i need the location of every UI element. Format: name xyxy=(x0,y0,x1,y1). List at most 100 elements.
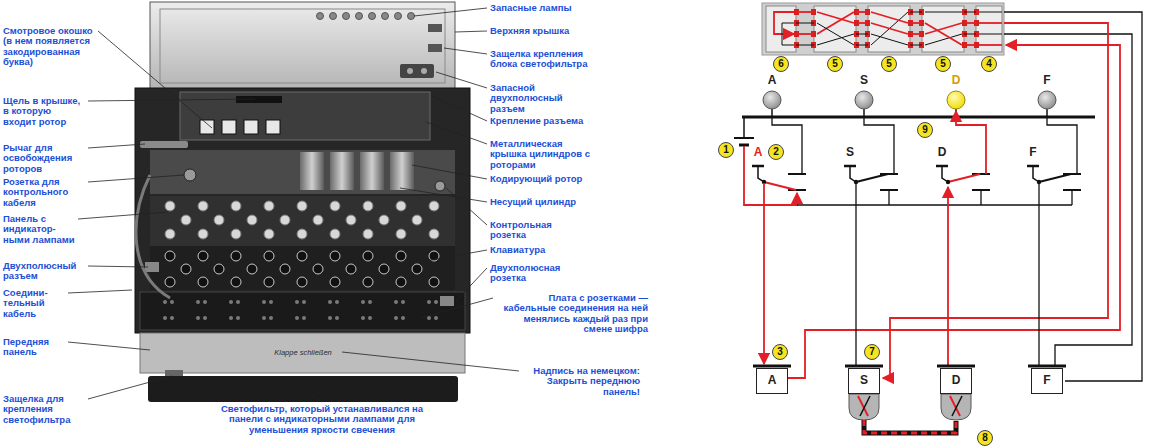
drawing-group xyxy=(744,6,1142,433)
drawing-part xyxy=(343,13,350,20)
drawing-part xyxy=(196,300,200,304)
drawing-part xyxy=(964,22,976,24)
drawing-part xyxy=(181,264,191,274)
plug-socket: D xyxy=(940,368,972,394)
drawing-part xyxy=(763,183,765,364)
drawing-part xyxy=(302,316,306,320)
part-label: Контрольная розетка xyxy=(490,220,590,241)
leader-line xyxy=(88,175,184,182)
part-label: Рычаг для освобождения роторов xyxy=(3,143,85,174)
drawing-part xyxy=(198,201,208,211)
drawing-part xyxy=(788,173,806,175)
part-label: Щель в крышке, в которую входит ротор xyxy=(3,96,85,127)
drawing-part xyxy=(925,12,962,13)
drawing-part xyxy=(910,22,922,24)
drawing-part xyxy=(796,23,814,24)
drawing-part xyxy=(198,251,208,261)
lamp-letter: D xyxy=(952,74,961,87)
drawing-part xyxy=(363,229,373,239)
drawing-part xyxy=(203,316,207,320)
drawing-part xyxy=(1004,34,1132,367)
part-label: Кодирующий ротор xyxy=(490,174,582,184)
drawing-part xyxy=(264,201,274,211)
drawing-part xyxy=(401,316,405,320)
drawing-part xyxy=(368,300,372,304)
key-letter: S xyxy=(846,146,854,159)
drawing-part xyxy=(262,316,266,320)
drawing-part xyxy=(361,316,365,320)
part-label: Розетка для контрольного кабеля xyxy=(3,177,85,208)
part-label: Двухполюсная розетка xyxy=(490,263,590,284)
leader-line xyxy=(310,393,322,402)
drawing-part xyxy=(1004,12,1142,381)
callout-number: 2 xyxy=(768,144,784,160)
part-label: Соедини- тельный кабель xyxy=(3,288,65,319)
drawing-part xyxy=(295,300,299,304)
drawing-part xyxy=(390,152,414,190)
drawing-part xyxy=(814,6,856,52)
drawing-part xyxy=(295,316,299,320)
drawing-part xyxy=(758,166,764,182)
leader-line xyxy=(432,96,487,121)
part-label: Крепление разъема xyxy=(490,116,583,126)
drawing-part xyxy=(148,376,458,402)
drawing-part xyxy=(762,3,1004,55)
plug-socket: A xyxy=(756,368,788,394)
key-letter: A xyxy=(754,146,763,159)
drawing-part xyxy=(184,169,196,181)
drawing-part xyxy=(863,109,865,117)
drawing-part xyxy=(170,316,174,320)
drawing-part xyxy=(269,316,273,320)
drawing-part xyxy=(964,44,976,46)
drawing-part xyxy=(1046,109,1048,117)
drawing-part xyxy=(855,183,856,366)
drawing-part xyxy=(925,23,962,34)
drawing-part xyxy=(856,11,868,13)
drawing-part xyxy=(922,6,964,52)
drawing-part xyxy=(856,45,868,46)
drawing-part xyxy=(317,13,324,20)
drawing-part xyxy=(394,316,398,320)
drawing-part xyxy=(363,201,373,211)
drawing-part xyxy=(231,277,241,287)
part-label: Верхняя крышка xyxy=(490,26,569,36)
drawing-part xyxy=(1047,118,1077,174)
drawing-part xyxy=(346,264,356,274)
drawing-part xyxy=(942,166,948,182)
leader-line xyxy=(412,165,487,179)
leader-line xyxy=(88,266,148,267)
drawing-part xyxy=(360,152,384,190)
drawing-part xyxy=(868,6,910,52)
part-label: Запасные лампы xyxy=(490,3,572,13)
drawing-part xyxy=(947,91,965,109)
drawing-part xyxy=(361,300,365,304)
drawing-part xyxy=(429,277,439,287)
drawing-part xyxy=(788,45,1120,378)
leader-line xyxy=(446,188,487,225)
drawing-part xyxy=(964,34,976,35)
drawing-part xyxy=(401,300,405,304)
drawing-part xyxy=(203,300,207,304)
drawing-part xyxy=(771,109,773,117)
drawing-part xyxy=(947,187,949,366)
drawing-part xyxy=(925,34,962,45)
drawing-part xyxy=(181,215,191,225)
socket-letter: D xyxy=(941,369,971,391)
drawing-group xyxy=(734,3,1095,145)
drawing-part xyxy=(236,316,240,320)
drawing-part xyxy=(150,246,455,290)
drawing-part xyxy=(247,264,257,274)
drawing-part xyxy=(421,68,427,74)
drawing-part xyxy=(427,300,431,304)
drawing-part xyxy=(817,23,854,45)
drawing-part xyxy=(313,264,323,274)
part-label: Защелка для крепления светофильтра xyxy=(3,394,85,425)
drawing-part xyxy=(948,174,980,182)
drawing-part xyxy=(946,180,950,184)
callout-number: 3 xyxy=(772,344,788,360)
drawing-part xyxy=(313,215,323,225)
drawing-part xyxy=(135,88,470,333)
drawing-part xyxy=(888,190,889,205)
callout-number: 8 xyxy=(977,430,993,446)
drawing-part xyxy=(264,251,274,261)
